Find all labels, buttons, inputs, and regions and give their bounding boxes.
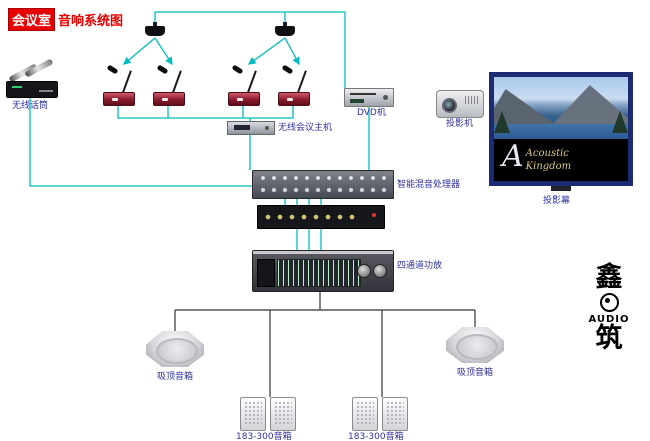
mic-head bbox=[281, 64, 294, 75]
brand-ring-icon bbox=[599, 293, 619, 312]
processor-led bbox=[372, 213, 376, 217]
conference-mic-1 bbox=[101, 64, 135, 106]
page-title: 会议室 音响系统图 bbox=[8, 8, 123, 31]
transmitter-body bbox=[275, 26, 295, 36]
projector bbox=[436, 90, 484, 118]
amp-volume-knob bbox=[373, 264, 387, 278]
speaker-grille bbox=[386, 401, 404, 424]
speaker-grille bbox=[274, 401, 292, 424]
receiver-unit bbox=[6, 81, 58, 98]
mic-talk-button bbox=[112, 98, 118, 101]
brand-char-top: 鑫 bbox=[595, 262, 623, 293]
wall-speaker-pair-left bbox=[240, 397, 296, 431]
wall-speaker-right-label: 183-300音箱 bbox=[348, 432, 404, 441]
page-title-room: 会议室 bbox=[8, 8, 56, 31]
wall-speaker bbox=[382, 397, 408, 431]
processor-knob-row bbox=[263, 211, 360, 223]
dvd-eject-button bbox=[383, 95, 388, 100]
mountain-shape bbox=[552, 85, 628, 125]
screen-brand-strip: A Acoustic Kingdom bbox=[494, 139, 628, 181]
mic-talk-button bbox=[162, 98, 168, 101]
speaker-grille bbox=[356, 401, 374, 424]
mic-head bbox=[106, 64, 119, 75]
speaker-grille bbox=[244, 401, 262, 424]
dvd-label: DVD机 bbox=[357, 108, 386, 118]
audio-processor-unit bbox=[257, 205, 385, 229]
mic-base bbox=[228, 92, 260, 106]
ceiling-speaker-left bbox=[146, 331, 204, 367]
amplifier-unit bbox=[252, 250, 394, 292]
mic-talk-button bbox=[287, 98, 293, 101]
mic-head bbox=[156, 64, 169, 75]
conference-mic-4 bbox=[276, 64, 310, 106]
mixer-unit bbox=[252, 170, 394, 199]
dvd-player bbox=[344, 88, 394, 107]
conference-mic-3 bbox=[226, 64, 260, 106]
amplifier-label: 四通道功放 bbox=[397, 261, 443, 271]
conference-host-label: 无线会议主机 bbox=[278, 123, 333, 133]
corner-brand-logo: 鑫 AUDIO 筑 bbox=[586, 264, 632, 352]
mixer-knob-row bbox=[259, 185, 387, 195]
mixer-knob-row bbox=[259, 173, 387, 183]
mic-talk-button bbox=[237, 98, 243, 101]
projector-vent bbox=[465, 96, 479, 104]
brand-audio-text: AUDIO bbox=[588, 314, 630, 325]
amp-vu-meters bbox=[277, 259, 361, 287]
ceiling-speaker-right bbox=[446, 327, 504, 363]
screen-pull-handle bbox=[551, 186, 571, 191]
mic-base bbox=[278, 92, 310, 106]
ceiling-speaker-right-label: 吸顶音箱 bbox=[457, 368, 494, 378]
speaker-wires bbox=[174, 290, 476, 397]
mic-base bbox=[103, 92, 135, 106]
lake-shape bbox=[494, 124, 628, 139]
wall-speaker-left-label: 183-300音箱 bbox=[236, 432, 292, 441]
dvd-disc-slot bbox=[350, 93, 376, 95]
signal-wires bbox=[29, 11, 370, 250]
transmitter-mount bbox=[153, 22, 157, 27]
ceiling-speaker-left-label: 吸顶音箱 bbox=[157, 372, 194, 382]
transmitter-mount bbox=[283, 22, 287, 27]
screen-frame: A Acoustic Kingdom bbox=[489, 72, 633, 186]
wall-speaker-pair-right bbox=[352, 397, 408, 431]
amp-top-edge bbox=[253, 251, 393, 254]
projector-label: 投影机 bbox=[446, 119, 474, 129]
brand-char-bottom: 筑 bbox=[595, 323, 623, 354]
dvd-display bbox=[350, 99, 364, 103]
wall-speaker bbox=[270, 397, 296, 431]
speaker-dome bbox=[156, 338, 198, 364]
screen-label: 投影幕 bbox=[543, 196, 571, 206]
speaker-dome bbox=[456, 334, 498, 360]
projection-screen: A Acoustic Kingdom bbox=[489, 72, 633, 191]
brand-line2: Kingdom bbox=[525, 160, 572, 172]
transmitter-body bbox=[145, 26, 165, 36]
host-display bbox=[234, 125, 250, 130]
mic-head bbox=[231, 64, 244, 75]
ceiling-transmitter-left bbox=[144, 22, 166, 36]
host-knob bbox=[265, 126, 269, 130]
projector-lens bbox=[442, 98, 457, 113]
amp-volume-knob bbox=[357, 264, 371, 278]
wall-speaker bbox=[352, 397, 378, 431]
page-title-text: 音响系统图 bbox=[58, 14, 124, 29]
mic-base bbox=[153, 92, 185, 106]
brand-line1: Acoustic bbox=[525, 148, 569, 159]
brand-logo-text: Acoustic Kingdom bbox=[526, 139, 571, 173]
conference-mic-2 bbox=[151, 64, 185, 106]
wall-speaker bbox=[240, 397, 266, 431]
brand-logo-letter: A bbox=[502, 139, 524, 174]
mixer-label: 智能混音处理器 bbox=[397, 180, 461, 190]
wireless-mic-receiver bbox=[6, 58, 60, 98]
conference-host-unit bbox=[227, 121, 275, 135]
ceiling-transmitter-right bbox=[274, 22, 296, 36]
amp-power-section bbox=[257, 259, 275, 287]
screen-photo bbox=[494, 77, 628, 139]
wireless-mic-label: 无线话筒 bbox=[12, 101, 49, 111]
